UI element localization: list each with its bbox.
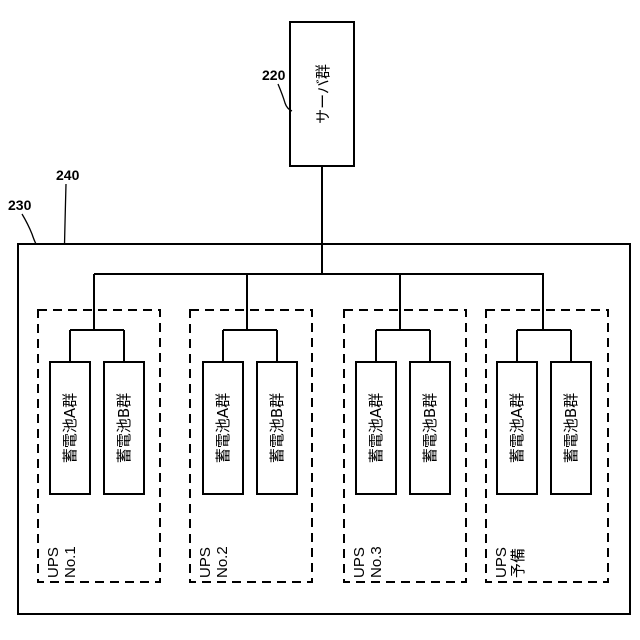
battery-b-label: 蓄電池B群 bbox=[562, 393, 580, 463]
server-group-label: サーバ群 bbox=[314, 64, 332, 124]
ups-number: 予備 bbox=[510, 548, 527, 578]
battery-a-label: 蓄電池A群 bbox=[367, 393, 385, 463]
battery-b-label: 蓄電池B群 bbox=[268, 393, 286, 463]
battery-a-label: 蓄電池A群 bbox=[61, 393, 79, 463]
battery-a-label: 蓄電池A群 bbox=[214, 393, 232, 463]
battery-a-label: 蓄電池A群 bbox=[508, 393, 526, 463]
ref-230: 230 bbox=[8, 197, 32, 213]
ups-name: UPS bbox=[197, 547, 214, 578]
ups-number: No.2 bbox=[214, 546, 231, 578]
ref-240: 240 bbox=[56, 167, 80, 183]
ups-name: UPS bbox=[493, 547, 510, 578]
ups-name: UPS bbox=[351, 547, 368, 578]
ref-220: 220 bbox=[262, 67, 286, 83]
ups-number: No.3 bbox=[368, 546, 385, 578]
leader-230 bbox=[22, 214, 36, 244]
battery-b-label: 蓄電池B群 bbox=[115, 393, 133, 463]
ups-name: UPS bbox=[45, 547, 62, 578]
battery-b-label: 蓄電池B群 bbox=[421, 393, 439, 463]
ups-number: No.1 bbox=[62, 546, 79, 578]
